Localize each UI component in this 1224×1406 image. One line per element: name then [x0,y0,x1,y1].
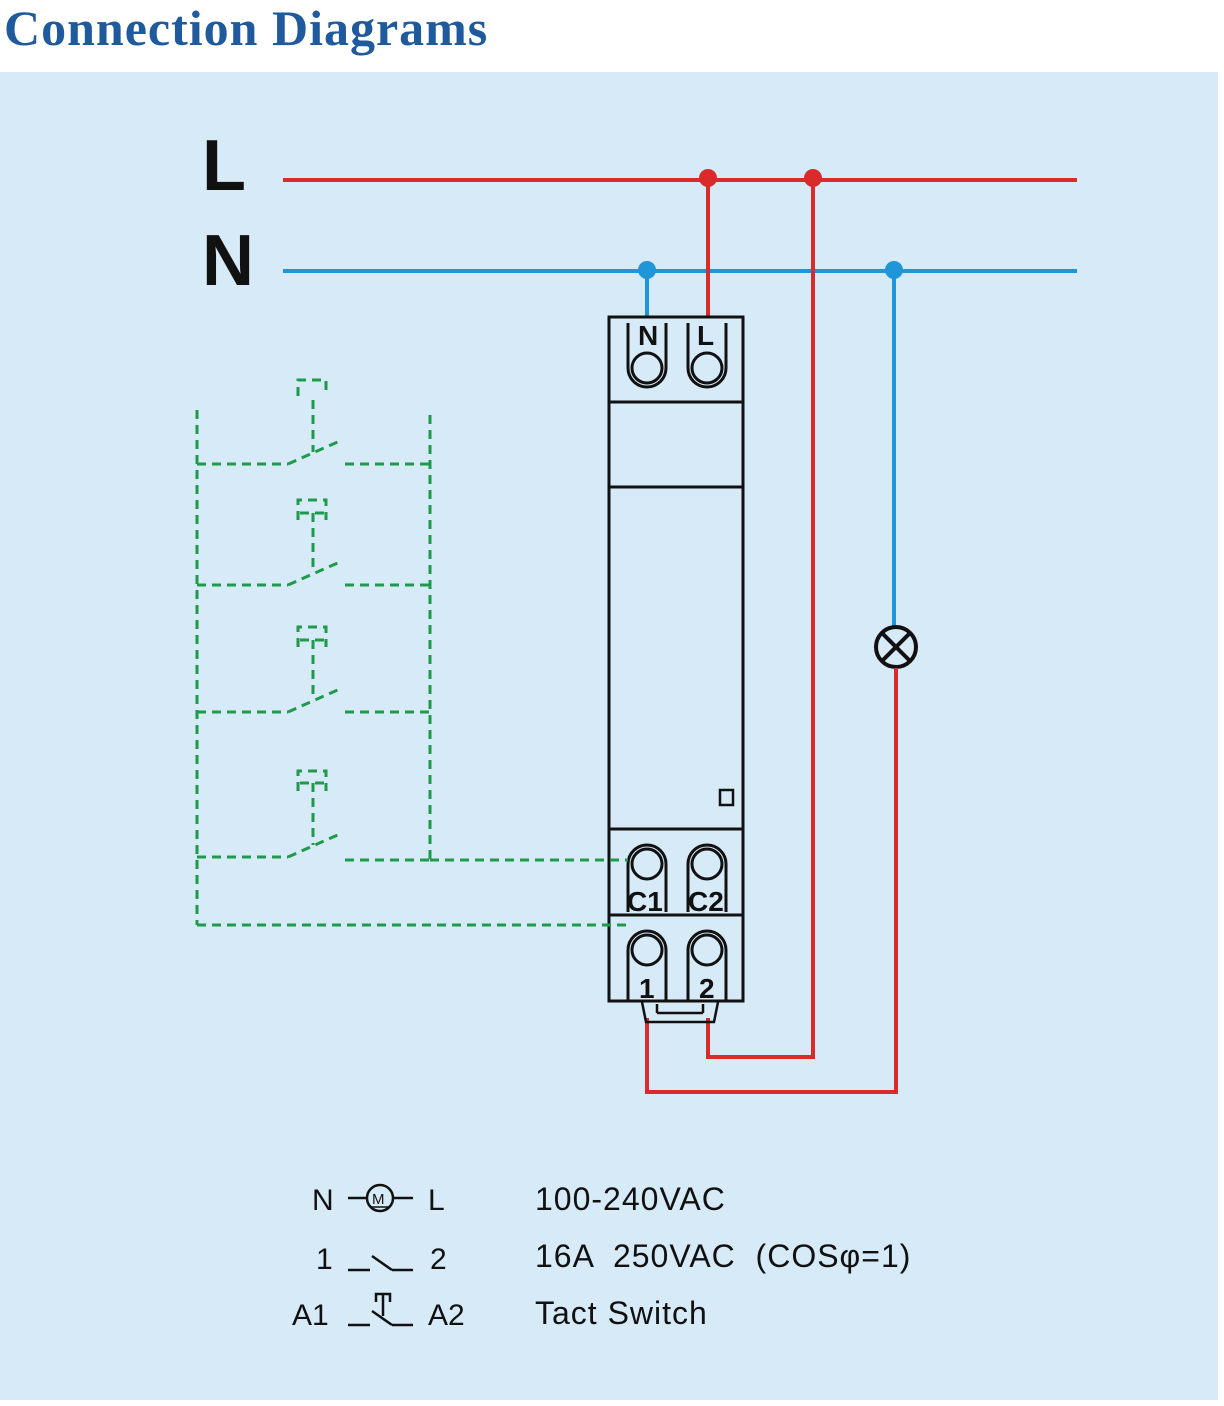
terminal-2-label: 2 [699,973,715,1004]
terminal-1-label: 1 [639,973,655,1004]
terminal-n-label: N [638,320,658,351]
push-button-icon [348,1292,413,1327]
legend-row-3-left: A1 [292,1299,329,1332]
terminal-c2-label: C2 [688,886,724,917]
neutral-bus-label: N [202,221,254,301]
page-title: Connection Diagrams [4,0,489,56]
legend: N M L 100-240VAC 1 2 16A 250VAC (COSφ=1)… [292,1181,911,1332]
legend-row-1-desc: 100-240VAC [535,1181,726,1217]
live-bus-label: L [202,126,246,206]
lamp-icon [874,625,918,669]
legend-row-3-desc: Tact Switch [535,1295,708,1331]
legend-row-1-left: N [312,1184,334,1217]
terminal-l [686,323,728,389]
terminal-2 [686,929,728,1000]
legend-row-1-right: L [428,1184,445,1217]
control-wiring [195,378,628,927]
relay-module [607,315,745,1003]
terminal-c1-label: C1 [627,886,663,917]
lamp-live-wire [645,668,898,1094]
legend-row-3-right: A2 [428,1299,465,1332]
terminal-1 [626,929,668,1000]
terminal-bracket [640,1001,720,1024]
motor-coil-icon: M [348,1183,413,1213]
contact-icon [348,1254,413,1272]
svg-text:M: M [372,1191,385,1208]
terminal-c2 [686,843,728,912]
terminal-n [626,323,668,389]
terminal-l-label: L [697,320,714,351]
terminal-c1 [626,843,668,912]
legend-row-2-desc: 16A 250VAC (COSφ=1) [535,1238,911,1274]
live-feed-wire [706,178,815,1059]
legend-row-2-left: 1 [316,1243,333,1276]
legend-row-2-right: 2 [430,1243,447,1276]
